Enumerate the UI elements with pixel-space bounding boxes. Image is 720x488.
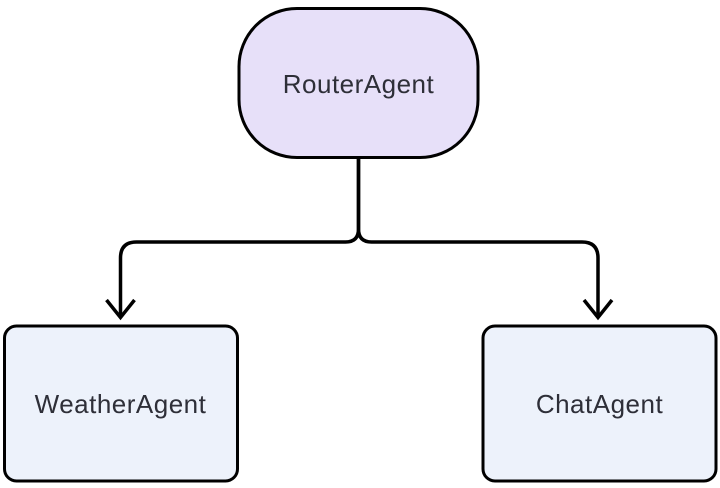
chat-agent-label: ChatAgent [536, 389, 664, 419]
edge-router-to-weather [118, 159, 361, 316]
node-router-agent: RouterAgent [237, 7, 480, 159]
router-agent-label: RouterAgent [283, 69, 435, 99]
edges-layer [105, 159, 614, 321]
router-agent-shape [237, 7, 480, 159]
node-weather-agent: WeatherAgent [3, 324, 239, 483]
arrowhead-down-icon [105, 298, 136, 321]
node-chat-agent: ChatAgent [481, 324, 718, 483]
weather-agent-shape [3, 324, 239, 483]
edge-router-to-chat [356, 159, 600, 316]
weather-agent-label: WeatherAgent [35, 389, 207, 419]
chat-agent-shape [481, 324, 718, 483]
arrowhead-down-icon [582, 298, 614, 321]
